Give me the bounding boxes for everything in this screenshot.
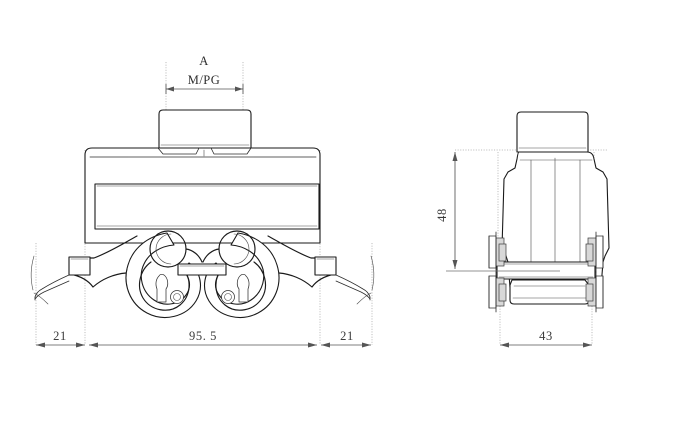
dimension-chain-bottom: 21 95. 5 21 <box>36 329 371 348</box>
side-mounting-plate <box>496 261 596 280</box>
dim-value-21-right: 21 <box>340 329 354 343</box>
latch-lever-left <box>69 230 219 318</box>
side-flange-right-lower <box>585 271 604 313</box>
dimension-depth-43: 43 <box>500 329 592 348</box>
side-flange-left-lower <box>488 271 507 313</box>
label-thread: M/PG <box>188 73 221 87</box>
wing-arm-right <box>335 255 375 305</box>
cable-entry-cap <box>158 109 252 149</box>
mounting-flange-right <box>314 256 337 276</box>
dimension-height-48: 48 <box>435 152 458 269</box>
hood-main-body <box>84 147 321 244</box>
mounting-flange-left <box>68 256 91 276</box>
front-view-group: A M/PG 21 95. 5 21 <box>30 54 375 348</box>
side-flange-left-upper <box>488 231 507 273</box>
wing-arm-left <box>30 255 70 305</box>
center-cross-bar <box>177 263 227 276</box>
side-bottom-skirt <box>509 279 590 305</box>
dim-value-21-left: 21 <box>53 329 67 343</box>
dim-value-48: 48 <box>435 208 449 222</box>
dim-value-95-5: 95. 5 <box>189 329 217 343</box>
dim-value-43: 43 <box>539 329 553 343</box>
side-flange-right-upper <box>585 231 604 273</box>
dimension-thread-top: A M/PG <box>165 54 244 94</box>
label-a: A <box>199 54 209 68</box>
side-cable-entry-cap <box>516 111 589 153</box>
side-view-group: 48 43 <box>435 111 610 348</box>
